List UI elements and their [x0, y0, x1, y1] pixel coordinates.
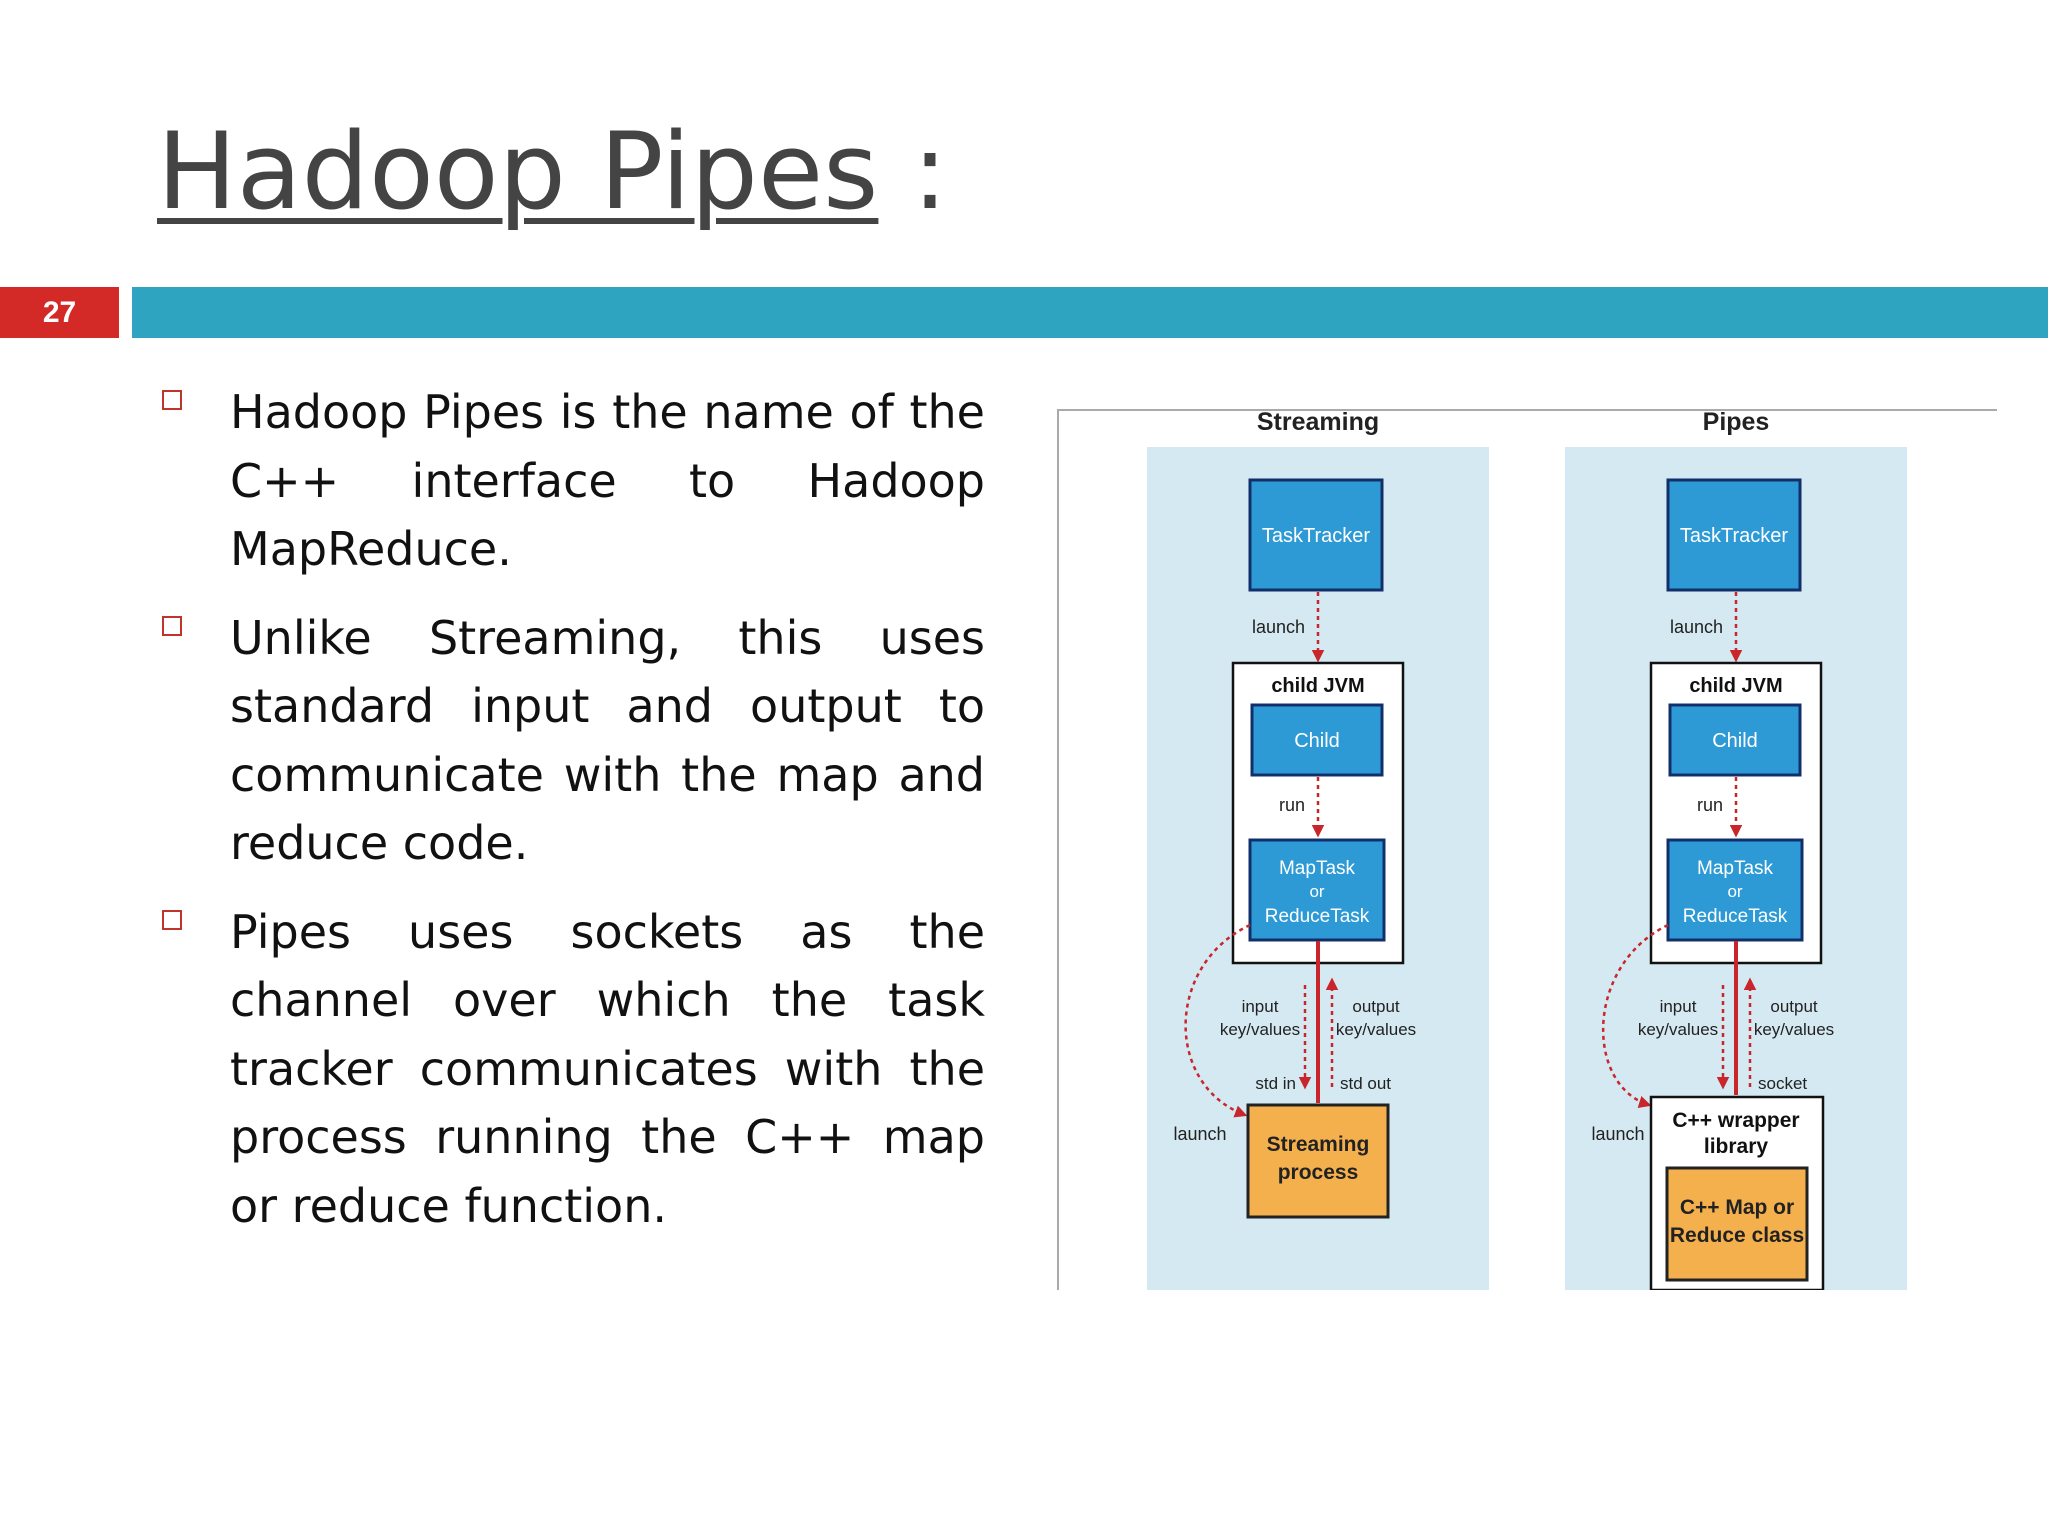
pipes-run-label: run: [1697, 795, 1723, 815]
pipes-class-line2: Reduce class: [1670, 1224, 1804, 1247]
pipes-maptask-line3: ReduceTask: [1683, 906, 1788, 927]
streaming-process-box: [1246, 1103, 1390, 1219]
pipes-child-label: Child: [1712, 730, 1758, 752]
streaming-run-label: run: [1279, 795, 1305, 815]
pipes-class-line1: C++ Map or: [1680, 1196, 1794, 1219]
streaming-process-line2: process: [1278, 1161, 1359, 1184]
pipes-child-jvm-label: child JVM: [1689, 675, 1782, 697]
pipes-tasktracker-label: TaskTracker: [1680, 525, 1789, 547]
streaming-maptask-box: [1248, 838, 1386, 942]
pipes-class-box: [1665, 1166, 1809, 1282]
streaming-output-line1: output: [1352, 997, 1400, 1016]
pipes-socket-label: socket: [1758, 1074, 1807, 1093]
streaming-input-line2: key/values: [1220, 1020, 1300, 1039]
bullet-text: Hadoop Pipes is the name of the C++ inte…: [230, 385, 985, 576]
streaming-curved-launch-arrow: [1184, 923, 1251, 1118]
pipes-maptask-line1: MapTask: [1697, 858, 1774, 879]
title-band: [132, 287, 2048, 338]
slide-title-suffix: :: [878, 110, 948, 233]
pipes-wrapper-line2: library: [1704, 1135, 1769, 1158]
streaming-stdin-label: std in: [1255, 1074, 1296, 1093]
streaming-launch-side-label: launch: [1173, 1124, 1226, 1144]
streaming-tasktracker-box: [1248, 478, 1384, 592]
pipes-input-line2: key/values: [1638, 1020, 1718, 1039]
pipes-output-line2: key/values: [1754, 1020, 1834, 1039]
pipes-tasktracker-box: [1666, 478, 1802, 592]
streaming-child-jvm-label: child JVM: [1271, 675, 1364, 697]
streaming-stdout-label: std out: [1340, 1074, 1391, 1093]
streaming-output-line2: key/values: [1336, 1020, 1416, 1039]
streaming-maptask-line2: or: [1309, 882, 1324, 901]
diagram-svg: Streaming TaskTracker launch child JVM C…: [1057, 408, 1997, 1290]
pipes-header: Pipes: [1703, 408, 1770, 436]
streaming-vs-pipes-figure: Streaming TaskTracker launch child JVM C…: [1055, 405, 2000, 1290]
bullet-square-icon: [162, 615, 182, 636]
pipes-launch-label: launch: [1670, 617, 1723, 637]
pipes-curved-launch-arrow: [1601, 923, 1669, 1108]
streaming-launch-label: launch: [1252, 617, 1305, 637]
bullet-square-icon: [162, 390, 182, 410]
pipes-child-box: [1668, 703, 1802, 777]
streaming-child-label: Child: [1294, 730, 1340, 752]
pipes-output-line1: output: [1770, 997, 1818, 1016]
streaming-maptask-line3: ReduceTask: [1265, 906, 1370, 927]
streaming-tasktracker-label: TaskTracker: [1262, 525, 1371, 547]
streaming-input-line1: input: [1242, 997, 1279, 1016]
streaming-process-line1: Streaming: [1267, 1133, 1370, 1156]
bullet-item: Hadoop Pipes is the name of the C++ inte…: [160, 378, 985, 584]
streaming-maptask-line1: MapTask: [1279, 858, 1356, 879]
streaming-header: Streaming: [1257, 408, 1379, 436]
bullet-text: Pipes uses sockets as the channel over w…: [230, 904, 985, 1233]
bullet-item: Unlike Streaming, this uses standard inp…: [160, 604, 985, 878]
pipes-input-line1: input: [1660, 997, 1697, 1016]
slide-title: Hadoop Pipes :: [157, 108, 948, 235]
streaming-child-box: [1250, 703, 1384, 777]
slide-title-main: Hadoop Pipes: [157, 110, 879, 233]
pipes-maptask-line2: or: [1727, 882, 1742, 901]
pipes-wrapper-line1: C++ wrapper: [1672, 1109, 1799, 1132]
pipes-maptask-box: [1666, 838, 1804, 942]
bullet-item: Pipes uses sockets as the channel over w…: [160, 898, 985, 1241]
bullet-square-icon: [162, 909, 182, 930]
pipes-launch-side-label: launch: [1591, 1124, 1644, 1144]
bullet-list: Hadoop Pipes is the name of the C++ inte…: [160, 378, 985, 1260]
bullet-text: Unlike Streaming, this uses standard inp…: [230, 610, 985, 871]
slide-number: 27: [0, 287, 119, 338]
